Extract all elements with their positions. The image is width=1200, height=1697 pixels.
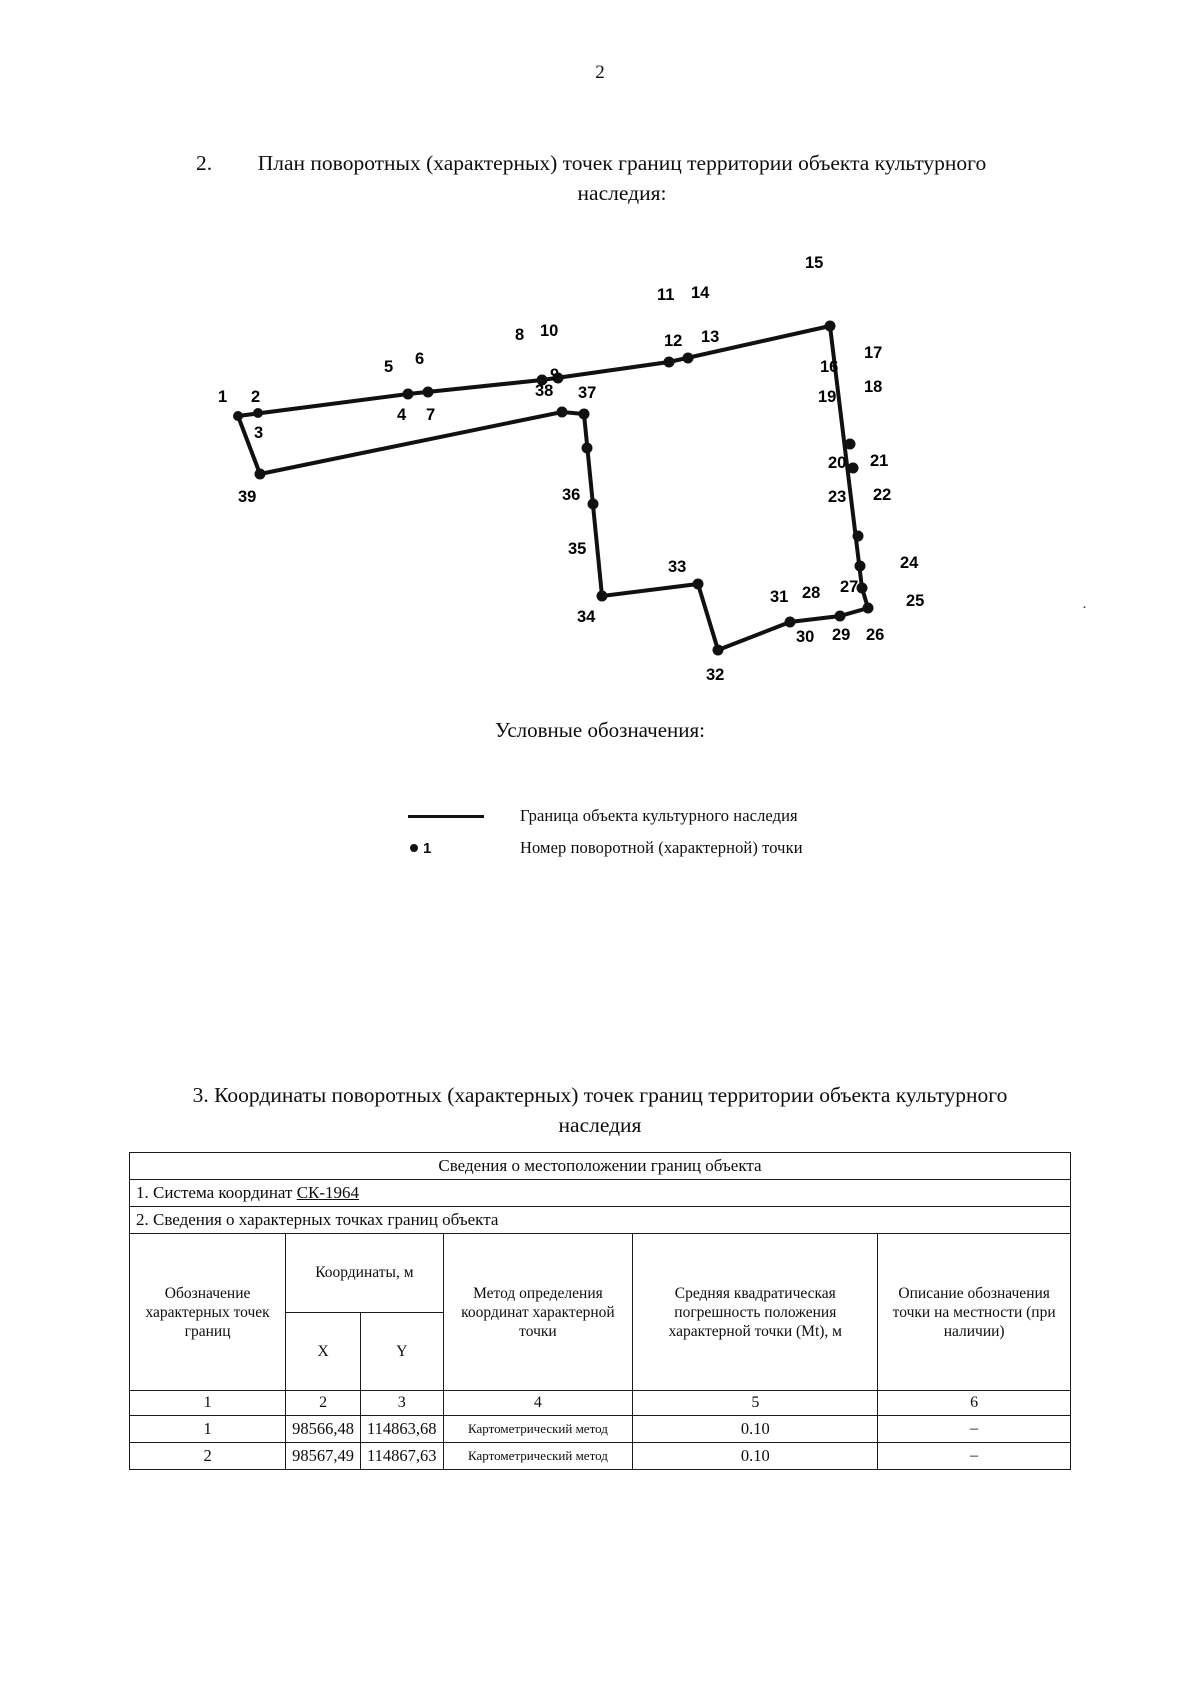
cell-x: 98566,48 xyxy=(285,1415,362,1443)
point-label-8: 8 xyxy=(515,326,525,344)
table-row-coord-system: 1. Система координат СК-1964 xyxy=(129,1179,1071,1207)
boundary-edge-top xyxy=(236,324,832,418)
point-label-7: 7 xyxy=(426,406,436,424)
cell-method: Картометрический метод xyxy=(442,1415,634,1443)
legend-point-number: 1 xyxy=(423,839,432,857)
boundary-plan-diagram: 1 2 3 4 5 6 7 8 9 10 11 12 13 14 15 16 1… xyxy=(150,236,1050,696)
header-coordinates-group: Координаты, м xyxy=(285,1233,444,1313)
boundary-edge-left xyxy=(236,414,262,476)
point-label-2: 2 xyxy=(251,388,261,406)
point-label-10: 10 xyxy=(540,322,559,340)
page-number: 2 xyxy=(595,62,605,83)
point-label-27: 27 xyxy=(840,578,859,596)
point-label-32: 32 xyxy=(706,666,725,684)
coordinates-table: Сведения о местоположении границ объекта… xyxy=(128,1152,1071,1470)
boundary-polygon-svg xyxy=(233,320,874,656)
header-method: Метод определения координат характерной … xyxy=(442,1233,634,1391)
column-number: 4 xyxy=(442,1390,634,1416)
table-header-row-1: Обозначение характерных точек границ Коо… xyxy=(128,1233,1071,1391)
point-marker-icon: 1 xyxy=(408,840,520,857)
point-label-14: 14 xyxy=(691,284,710,302)
legend-item-label: Граница объекта культурного наследия xyxy=(520,806,798,825)
column-number: 5 xyxy=(632,1390,879,1416)
header-designation: Обозначение характерных точек границ xyxy=(128,1233,287,1391)
table-row-points-info: 2. Сведения о характерных точках границ … xyxy=(129,1206,1071,1234)
point-label-33: 33 xyxy=(668,558,687,576)
point-label-1: 1 xyxy=(218,388,228,406)
point-label-28: 28 xyxy=(802,584,821,602)
header-x: X xyxy=(285,1311,362,1391)
point-label-3: 3 xyxy=(254,424,264,442)
point-label-31: 31 xyxy=(770,588,789,606)
boundary-vertex-dots xyxy=(233,320,874,656)
legend-title: Условные обозначения: xyxy=(494,718,706,742)
header-y: Y xyxy=(360,1311,444,1391)
points-info-label: 2. Сведения о характерных точках границ … xyxy=(129,1206,1071,1234)
point-label-23: 23 xyxy=(828,488,847,506)
cell-x: 98567,49 xyxy=(285,1442,362,1470)
point-label-30: 30 xyxy=(796,628,815,646)
column-number: 1 xyxy=(128,1390,287,1416)
point-label-26: 26 xyxy=(866,626,885,644)
point-label-5: 5 xyxy=(384,358,394,376)
column-number: 3 xyxy=(360,1390,444,1416)
table-title: Сведения о местоположении границ объекта xyxy=(129,1152,1071,1180)
point-label-11: 11 xyxy=(657,286,675,304)
plan-section-title: План поворотных (характерных) точек гран… xyxy=(257,151,987,205)
point-label-20: 20 xyxy=(828,454,847,472)
cell-method: Картометрический метод xyxy=(442,1442,634,1470)
cell-error: 0.10 xyxy=(632,1442,879,1470)
point-label-29: 29 xyxy=(832,626,851,644)
cell-description: – xyxy=(877,1415,1071,1443)
plan-section-number: 2. xyxy=(196,151,213,175)
column-number: 6 xyxy=(877,1390,1071,1416)
point-label-12: 12 xyxy=(664,332,683,350)
point-label-17: 17 xyxy=(864,344,883,362)
point-label-25: 25 xyxy=(906,592,925,610)
header-description: Описание обозначения точки на местности … xyxy=(877,1233,1071,1391)
cell-description: – xyxy=(877,1442,1071,1470)
point-label-22: 22 xyxy=(873,486,892,504)
table-row: 2 98567,49 114867,63 Картометрический ме… xyxy=(128,1442,1071,1470)
point-label-21: 21 xyxy=(870,452,889,470)
coord-system-value: СК-1964 xyxy=(296,1183,360,1202)
column-number: 2 xyxy=(285,1390,362,1416)
boundary-edge-right xyxy=(828,324,864,590)
point-label-6: 6 xyxy=(415,350,425,368)
point-label-19: 19 xyxy=(818,388,837,406)
boundary-edge-bottom-mid xyxy=(600,581,720,652)
point-label-36: 36 xyxy=(562,486,581,504)
plan-section-heading: 2. План поворотных (характерных) точек г… xyxy=(196,148,1012,208)
table-row: 1 98566,48 114863,68 Картометрический ме… xyxy=(128,1415,1071,1443)
cell-designation: 1 xyxy=(128,1415,287,1443)
coords-section-heading: 3. Координаты поворотных (характерных) т… xyxy=(192,1083,1008,1137)
margin-tick-mark: · xyxy=(1082,600,1087,616)
boundary-line-icon xyxy=(408,814,520,818)
cell-error: 0.10 xyxy=(632,1415,879,1443)
header-error: Средняя квадратическая погрешность полож… xyxy=(632,1233,879,1391)
cell-y: 114867,63 xyxy=(360,1442,444,1470)
cell-y: 114863,68 xyxy=(360,1415,444,1443)
boundary-edge-lower-band xyxy=(258,409,586,476)
point-label-4: 4 xyxy=(397,406,407,424)
legend-item-boundary: Граница объекта культурного наследия xyxy=(408,800,968,832)
point-label-39: 39 xyxy=(238,488,257,506)
point-label-35: 35 xyxy=(568,540,587,558)
point-label-34: 34 xyxy=(577,608,596,626)
point-label-15: 15 xyxy=(805,254,824,272)
point-label-13: 13 xyxy=(701,328,720,346)
point-label-9: 9 xyxy=(550,366,560,384)
legend: Граница объекта культурного наследия 1 Н… xyxy=(408,800,968,864)
cell-designation: 2 xyxy=(128,1442,287,1470)
point-label-24: 24 xyxy=(900,554,919,572)
point-label-37: 37 xyxy=(578,384,597,402)
point-label-38: 38 xyxy=(535,382,554,400)
legend-item-label: Номер поворотной (характерной) точки xyxy=(520,838,803,857)
point-label-18: 18 xyxy=(864,378,883,396)
table-column-numbers-row: 1 2 3 4 5 6 xyxy=(128,1390,1071,1416)
point-label-16: 16 xyxy=(820,358,839,376)
coord-system-label: 1. Система координат xyxy=(136,1183,297,1202)
table-title-row: Сведения о местоположении границ объекта xyxy=(129,1152,1071,1180)
legend-item-point: 1 Номер поворотной (характерной) точки xyxy=(408,832,968,864)
